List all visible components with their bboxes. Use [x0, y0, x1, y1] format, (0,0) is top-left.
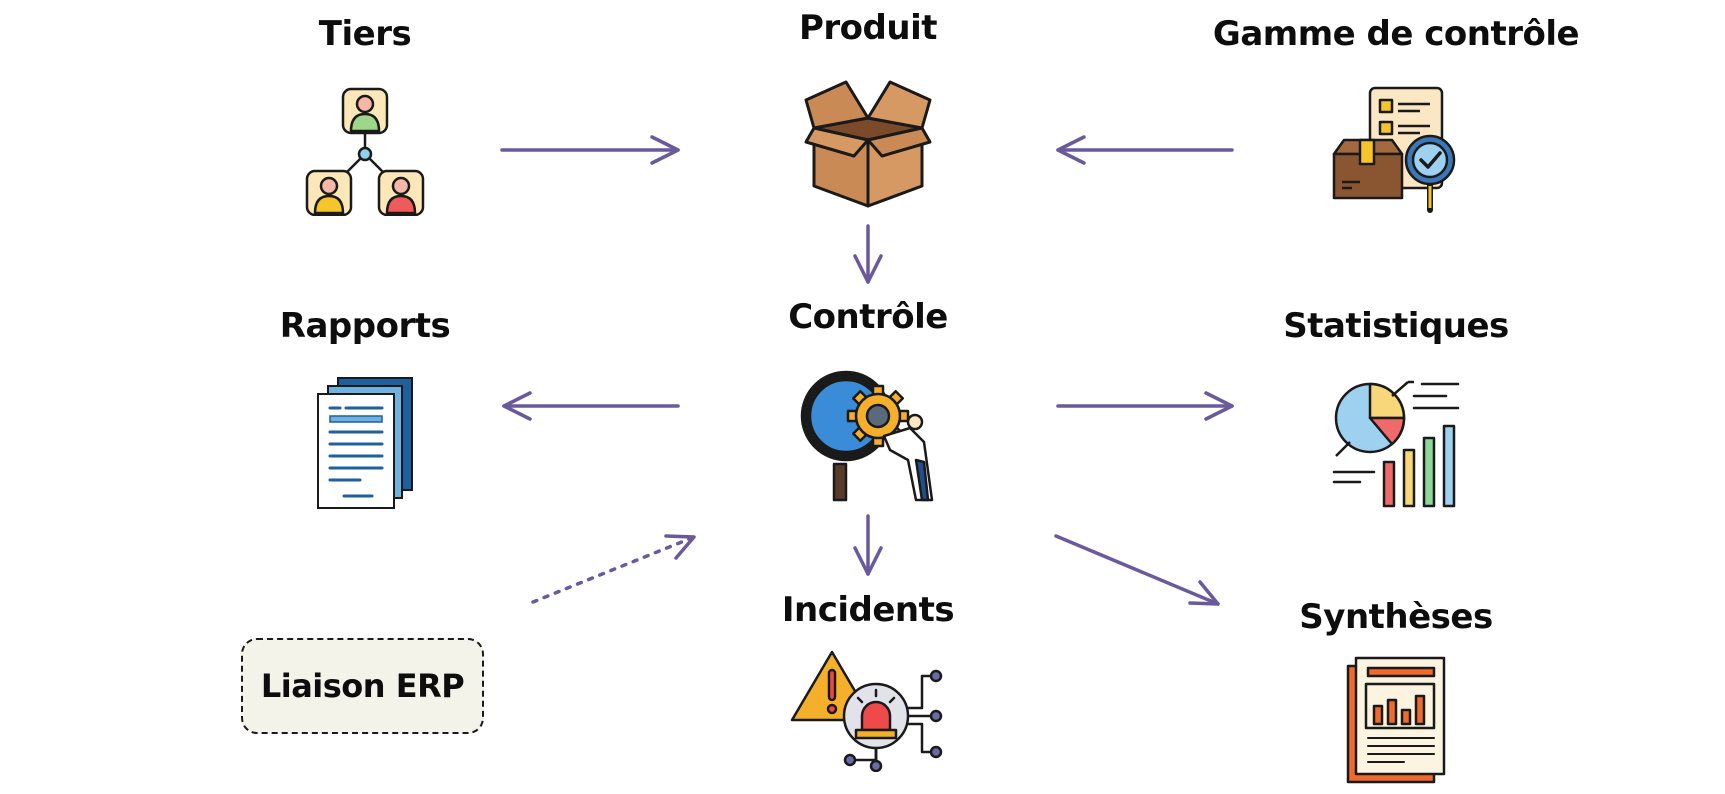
node-title-controle: Contrôle: [788, 297, 948, 337]
node-title-gamme: Gamme de contrôle: [1212, 14, 1580, 54]
alert-siren-icon: [790, 650, 943, 772]
node-title-statistiques: Statistiques: [1283, 306, 1509, 346]
node-title-tiers: Tiers: [318, 14, 412, 54]
erp-link-box: Liaison ERP: [241, 638, 484, 734]
arrow-controle-to-syntheses: [1054, 534, 1220, 606]
magnifier-gear-inspector-icon: [800, 370, 934, 502]
documents-stack-icon: [317, 377, 413, 509]
node-title-rapports: Rapports: [279, 306, 451, 346]
node-title-syntheses: Synthèses: [1299, 597, 1493, 637]
pie-bar-chart-icon: [1332, 380, 1460, 508]
arrow-controle-to-statistiques: [1056, 391, 1234, 421]
arrow-controle-to-incidents: [853, 514, 883, 576]
node-title-incidents: Incidents: [781, 590, 955, 630]
report-sheet-icon: [1346, 656, 1446, 784]
arrow-produit-to-controle: [853, 224, 883, 284]
node-title-produit: Produit: [799, 8, 938, 48]
checklist-inspection-icon: [1332, 86, 1456, 213]
arrow-controle-to-rapports: [502, 391, 680, 421]
arrow-gamme-to-produit: [1056, 135, 1234, 165]
open-box-icon: [804, 80, 932, 208]
arrow-erp-to-controle: [531, 534, 696, 604]
org-chart-people-icon: [305, 87, 425, 216]
arrow-tiers-to-produit: [500, 135, 680, 165]
erp-link-label: Liaison ERP: [260, 667, 465, 705]
